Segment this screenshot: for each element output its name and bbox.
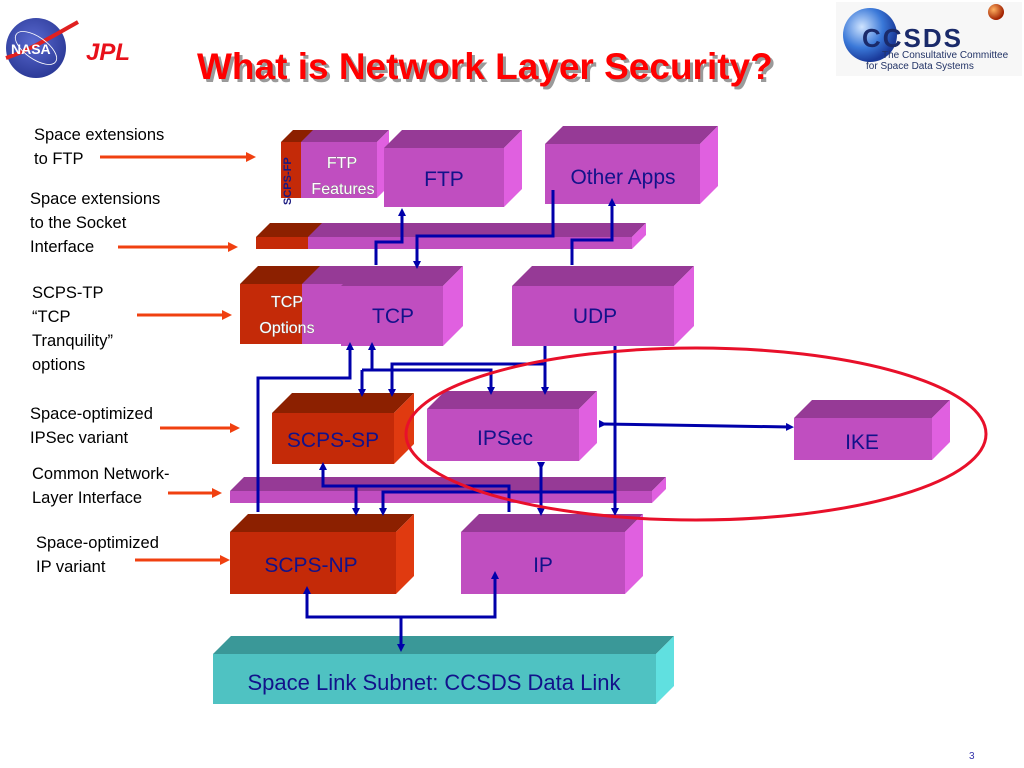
connector-udp-otherapps xyxy=(570,198,616,265)
tcp-label: TCP xyxy=(372,305,414,328)
ike-label: IKE xyxy=(845,431,879,454)
side-label-line: Space-optimized xyxy=(36,534,159,552)
side-label-line: Interface xyxy=(30,238,94,256)
udp-label: UDP xyxy=(573,305,617,328)
side-label-line: to FTP xyxy=(34,150,84,168)
title-shadow: What is Network Layer Security? xyxy=(200,49,776,90)
ip-box xyxy=(461,514,643,594)
side-label-line: IPSec variant xyxy=(30,429,129,447)
connector-udp-scpssp xyxy=(388,346,547,397)
connectors xyxy=(256,190,794,652)
ftp-features-label-line1: FTP xyxy=(327,155,357,172)
security-highlight-ellipse xyxy=(404,346,988,522)
ftp-box xyxy=(384,130,522,207)
ike-box xyxy=(794,400,950,460)
scps-np-label: SCPS-NP xyxy=(264,554,357,577)
side-label-5: Common Network- Layer Interface xyxy=(32,465,170,507)
socket-interface-slab xyxy=(308,223,646,249)
side-label-line: Layer Interface xyxy=(32,489,142,507)
pointer-arrows xyxy=(100,152,256,565)
side-label-line: SCPS-TP xyxy=(32,284,104,302)
jpl-logo: JPL xyxy=(86,39,130,66)
side-label-line: “TCP xyxy=(32,308,71,326)
ccsds-wordmark: CCSDS xyxy=(862,23,963,53)
ccsds-subtitle-line2: for Space Data Systems xyxy=(866,61,974,72)
ftp-features-label-line2: Features xyxy=(311,181,374,198)
box-labels: SCPS-FP FTP Features FTP Other Apps TCP … xyxy=(248,155,879,695)
connector-scpsnp-tcp xyxy=(256,342,354,512)
scps-sp-label: SCPS-SP xyxy=(287,429,379,452)
side-label-line: Space extensions xyxy=(34,126,164,144)
other-apps-box xyxy=(545,126,718,204)
connector-otherapps-tcp xyxy=(413,190,555,269)
side-label-line: Space-optimized xyxy=(30,405,153,423)
side-label-line: Common Network- xyxy=(32,465,170,483)
connector-socket-ftp xyxy=(374,208,406,265)
scps-sp-box xyxy=(272,393,414,464)
nasa-swoosh-icon xyxy=(5,20,79,60)
scps-np-box xyxy=(230,514,414,594)
ipsec-label: IPSec xyxy=(477,427,533,450)
side-label-1: Space extensions to FTP xyxy=(34,126,164,168)
ftp-label: FTP xyxy=(424,168,464,191)
ccsds-logo: CCSDS The Consultative Committee for Spa… xyxy=(836,2,1022,76)
nasa-globe-icon xyxy=(6,18,66,78)
tcp-options-label-line1: TCP xyxy=(271,294,303,311)
side-label-line: Tranquility” xyxy=(32,332,113,350)
earth-globe-icon xyxy=(843,8,897,62)
tcp-box xyxy=(341,266,463,346)
udp-box xyxy=(512,266,694,346)
tcp-options-label-line2: Options xyxy=(259,320,314,337)
scps-fp-label: SCPS-FP xyxy=(282,157,294,205)
ip-label: IP xyxy=(533,554,553,577)
side-label-line: Space extensions xyxy=(30,190,160,208)
side-labels: Space extensions to FTP Space extensions to… xyxy=(30,126,170,576)
side-label-line: to the Socket xyxy=(30,214,127,232)
network-interface-slab xyxy=(230,477,666,503)
space-link-label: Space Link Subnet: CCSDS Data Link xyxy=(248,670,622,695)
connector-ipsec-ike xyxy=(598,419,794,431)
side-label-3: SCPS-TP “TCP Tranquility” options xyxy=(32,284,113,374)
space-link-box xyxy=(213,636,674,704)
slide-title: What is Network Layer Security? xyxy=(197,46,773,87)
ipsec-box xyxy=(427,391,597,461)
ccsds-subtitle-line1: The Consultative Committee xyxy=(882,50,1009,61)
nasa-wordmark: NASA xyxy=(11,41,51,57)
side-label-line: options xyxy=(32,356,85,374)
mars-planet-icon xyxy=(988,4,1004,20)
page-number: 3 xyxy=(969,751,975,762)
side-label-line: IP variant xyxy=(36,558,106,576)
nasa-logo: NASA xyxy=(5,18,79,78)
other-apps-label: Other Apps xyxy=(570,166,675,189)
stack-diagram xyxy=(213,126,950,704)
connector-tcp-ipsec xyxy=(362,368,495,395)
side-label-6: Space-optimized IP variant xyxy=(36,534,159,576)
